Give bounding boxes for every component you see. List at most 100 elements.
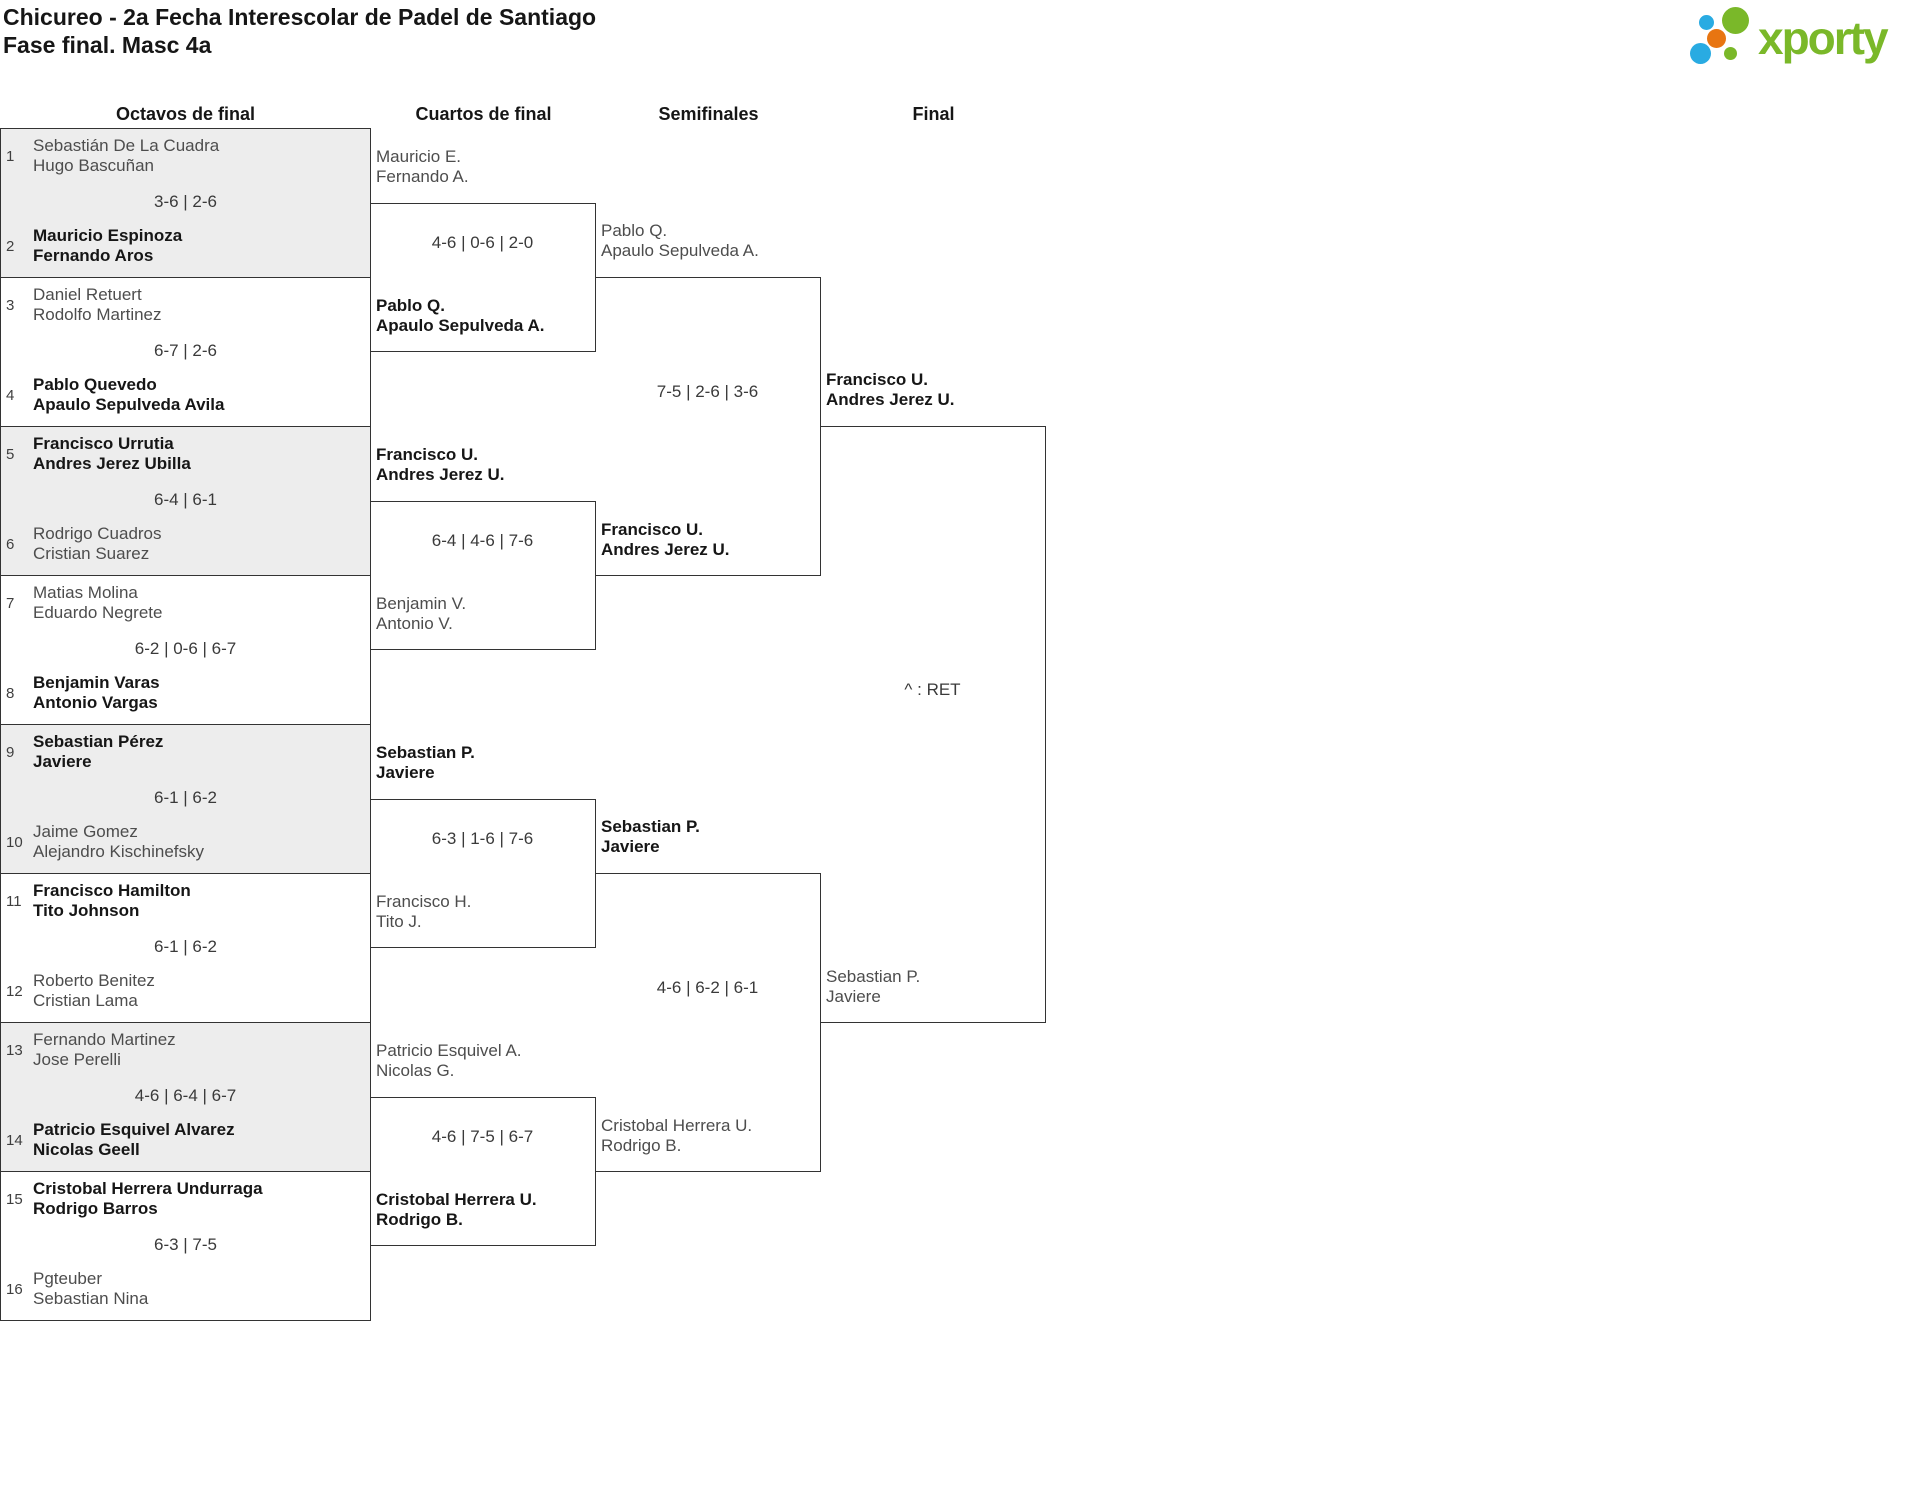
team-entry: 2 Mauricio Espinoza Fernando Aros: [6, 226, 182, 266]
match-score: 6-3 | 1-6 | 7-6: [431, 828, 534, 848]
player-name: Rodolfo Martinez: [33, 305, 162, 324]
match-box-r16-1: 1 Sebastián De La Cuadra Hugo Bascuñan 3…: [0, 128, 371, 278]
ret-legend: ^ : RET: [904, 679, 961, 699]
xporty-logo-text: xporty: [1758, 12, 1889, 64]
team-names-winner: Francisco Urrutia Andres Jerez Ubilla: [33, 434, 191, 474]
team-names: Roberto Benitez Cristian Lama: [33, 971, 155, 1011]
player-name: Sebastian Pérez: [33, 732, 164, 751]
match-box-r16-3: 5 Francisco Urrutia Andres Jerez Ubilla …: [0, 426, 371, 576]
match-box-qf-4: Patricio Esquivel A. Nicolas G. 4-6 | 7-…: [370, 1041, 596, 1246]
player-name: Mauricio Espinoza: [33, 226, 183, 245]
match-score: 6-4 | 6-1: [153, 490, 217, 509]
match-box-qf-3: Sebastian P. Javiere 6-3 | 1-6 | 7-6 Fra…: [370, 743, 596, 948]
round-header-cuartos: Cuartos de final: [415, 104, 552, 124]
team-names-winner: Patricio Esquivel Alvarez Nicolas Geell: [33, 1120, 235, 1160]
match-score: 4-6 | 7-5 | 6-7: [431, 1126, 534, 1146]
seed-number: 7: [6, 594, 15, 612]
player-name: Francisco U.: [601, 520, 704, 539]
player-name: Fernando Martinez: [33, 1030, 176, 1049]
seed-number: 2: [6, 237, 15, 255]
seed-number: 14: [6, 1131, 23, 1149]
team-names-winner: Pablo Quevedo Apaulo Sepulveda Avila: [33, 375, 224, 415]
player-name: Javiere: [33, 752, 92, 771]
match-score: 4-6 | 6-2 | 6-1: [656, 977, 759, 997]
player-name: Francisco Hamilton: [33, 881, 191, 900]
team-entry: Mauricio E. Fernando A.: [376, 147, 469, 187]
player-name: Rodrigo B.: [376, 1210, 463, 1229]
player-name: Francisco H.: [376, 892, 472, 911]
xporty-logo[interactable]: xporty: [1686, 4, 1918, 76]
match-score: 3-6 | 2-6: [153, 192, 217, 211]
match-box-r16-8: 15 Cristobal Herrera Undurraga Rodrigo B…: [0, 1171, 371, 1321]
player-name: Antonio Vargas: [33, 693, 158, 712]
team-entry: 5 Francisco Urrutia Andres Jerez Ubilla: [6, 434, 191, 474]
seed-number: 8: [6, 684, 15, 702]
team-entry: Francisco H. Tito J.: [376, 892, 471, 932]
player-name: Jaime Gomez: [33, 822, 138, 841]
player-name: Javiere: [376, 763, 435, 782]
player-name: Apaulo Sepulveda Avila: [33, 395, 225, 414]
match-box-r16-2: 3 Daniel Retuert Rodolfo Martinez 6-7 | …: [0, 277, 371, 427]
team-entry: 15 Cristobal Herrera Undurraga Rodrigo B…: [6, 1179, 263, 1219]
player-name: Fernando Aros: [33, 246, 154, 265]
match-box-sf-2: Sebastian P. Javiere 4-6 | 6-2 | 6-1 Cri…: [595, 817, 821, 1172]
round-header-octavos: Octavos de final: [115, 104, 256, 124]
seed-number: 1: [6, 147, 15, 165]
team-entry-winner: Cristobal Herrera U. Rodrigo B.: [376, 1190, 537, 1230]
team-entry: Sebastian P. Javiere: [826, 967, 920, 1007]
match-box-qf-2: Francisco U. Andres Jerez U. 6-4 | 4-6 |…: [370, 445, 596, 650]
team-entry: 12 Roberto Benitez Cristian Lama: [6, 971, 155, 1011]
match-box-r16-7: 13 Fernando Martinez Jose Perelli 4-6 | …: [0, 1022, 371, 1172]
player-name: Cristian Suarez: [33, 544, 150, 563]
match-score: 6-2 | 0-6 | 6-7: [134, 639, 237, 658]
seed-number: 5: [6, 445, 15, 463]
player-name: Benjamin V.: [376, 594, 467, 613]
player-name: Jose Perelli: [33, 1050, 121, 1069]
team-entry: Pablo Q. Apaulo Sepulveda A.: [601, 221, 759, 261]
team-entry-winner: Francisco U. Andres Jerez U.: [601, 520, 730, 560]
player-name: Hugo Bascuñan: [33, 156, 154, 175]
team-names: Rodrigo Cuadros Cristian Suarez: [33, 524, 162, 564]
seed-number: 16: [6, 1280, 23, 1298]
player-name: Sebastian P.: [601, 817, 700, 836]
match-box-sf-1: Pablo Q. Apaulo Sepulveda A. 7-5 | 2-6 |…: [595, 221, 821, 576]
team-entry-winner: Sebastian P. Javiere: [376, 743, 475, 783]
team-names: Daniel Retuert Rodolfo Martinez: [33, 285, 162, 325]
player-name: Pablo Quevedo: [33, 375, 157, 394]
team-names-winner: Mauricio Espinoza Fernando Aros: [33, 226, 182, 266]
match-box-r16-4: 7 Matias Molina Eduardo Negrete 6-2 | 0-…: [0, 575, 371, 725]
player-name: Nicolas G.: [376, 1061, 455, 1080]
match-box-r16-6: 11 Francisco Hamilton Tito Johnson 6-1 |…: [0, 873, 371, 1023]
team-names: Sebastián De La Cuadra Hugo Bascuñan: [33, 136, 219, 176]
seed-number: 3: [6, 296, 15, 314]
player-name: Andres Jerez Ubilla: [33, 454, 191, 473]
page-subtitle: Fase final. Masc 4a: [3, 32, 212, 58]
seed-number: 12: [6, 982, 23, 1000]
player-name: Fernando A.: [376, 167, 469, 186]
team-entry: Cristobal Herrera U. Rodrigo B.: [601, 1116, 752, 1156]
team-names-winner: Cristobal Herrera Undurraga Rodrigo Barr…: [33, 1179, 263, 1219]
player-name: Pablo Q.: [376, 296, 445, 315]
team-names: Fernando Martinez Jose Perelli: [33, 1030, 176, 1070]
player-name: Antonio V.: [376, 614, 453, 633]
team-entry: 13 Fernando Martinez Jose Perelli: [6, 1030, 176, 1070]
team-names: Matias Molina Eduardo Negrete: [33, 583, 162, 623]
match-score: 6-1 | 6-2: [153, 937, 217, 956]
team-entry: 8 Benjamin Varas Antonio Vargas: [6, 673, 160, 713]
player-name: Nicolas Geell: [33, 1140, 140, 1159]
player-name: Benjamin Varas: [33, 673, 160, 692]
player-name: Javiere: [601, 837, 660, 856]
team-entry-winner: Sebastian P. Javiere: [601, 817, 700, 857]
match-box-r16-5: 9 Sebastian Pérez Javiere 6-1 | 6-2 10 J…: [0, 724, 371, 874]
player-name: Rodrigo Cuadros: [33, 524, 162, 543]
player-name: Alejandro Kischinefsky: [33, 842, 205, 861]
player-name: Rodrigo Barros: [33, 1199, 158, 1218]
team-entry: 14 Patricio Esquivel Alvarez Nicolas Gee…: [6, 1120, 235, 1160]
match-score: 4-6 | 0-6 | 2-0: [431, 232, 534, 252]
logo-dot-green-big: [1722, 7, 1749, 34]
team-entry: 16 Pgteuber Sebastian Nina: [6, 1269, 148, 1309]
logo-dot-orange: [1707, 29, 1726, 48]
player-name: Eduardo Negrete: [33, 603, 163, 622]
player-name: Francisco U.: [376, 445, 479, 464]
